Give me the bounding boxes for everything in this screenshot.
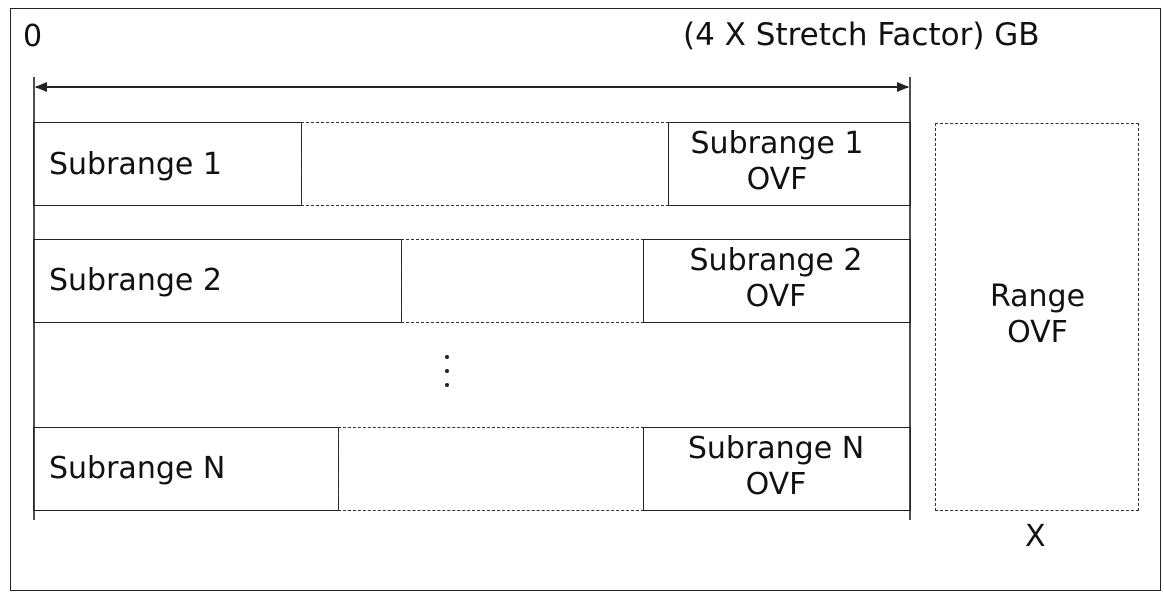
subrange-1-ovf-line2: OVF — [746, 162, 808, 197]
range-ovf-block — [935, 123, 1139, 511]
subrange-n-ovf-block — [643, 427, 911, 511]
subrange-2-ovf-block — [643, 239, 911, 323]
range-ovf-line2: OVF — [1007, 315, 1068, 350]
subrange-2-ovf-label: Subrange 2 OVF — [643, 243, 909, 315]
subrange-2-ovf-line2: OVF — [745, 279, 807, 314]
subrange-2-free-block — [401, 239, 644, 323]
range-ovf-size-label: X — [1025, 519, 1046, 554]
subrange-1-label: Subrange 1 — [49, 147, 222, 182]
subrange-n-ovf-label: Subrange N OVF — [643, 431, 909, 503]
range-ovf-label: Range OVF — [936, 279, 1139, 351]
diagram-frame — [10, 8, 1161, 591]
subrange-n-ovf-line2: OVF — [745, 467, 807, 502]
subrange-1-ovf-line1: Subrange 1 — [690, 126, 864, 161]
subrange-n-free-block — [338, 427, 644, 511]
subrange-n-ovf-line1: Subrange N — [687, 431, 865, 466]
axis-start-label: 0 — [23, 19, 43, 54]
subrange-1-ovf-label: Subrange 1 OVF — [668, 126, 886, 198]
subrange-1-free-block — [301, 122, 669, 206]
range-ovf-line1: Range — [989, 279, 1086, 314]
subrange-n-label: Subrange N — [49, 451, 226, 486]
subrange-2-ovf-line1: Subrange 2 — [689, 243, 863, 278]
subrange-2-label: Subrange 2 — [49, 263, 222, 298]
more-subranges-ellipsis — [441, 355, 453, 389]
subrange-1-ovf-block — [668, 122, 911, 206]
axis-end-label: (4 X Stretch Factor) GB — [683, 17, 1040, 53]
